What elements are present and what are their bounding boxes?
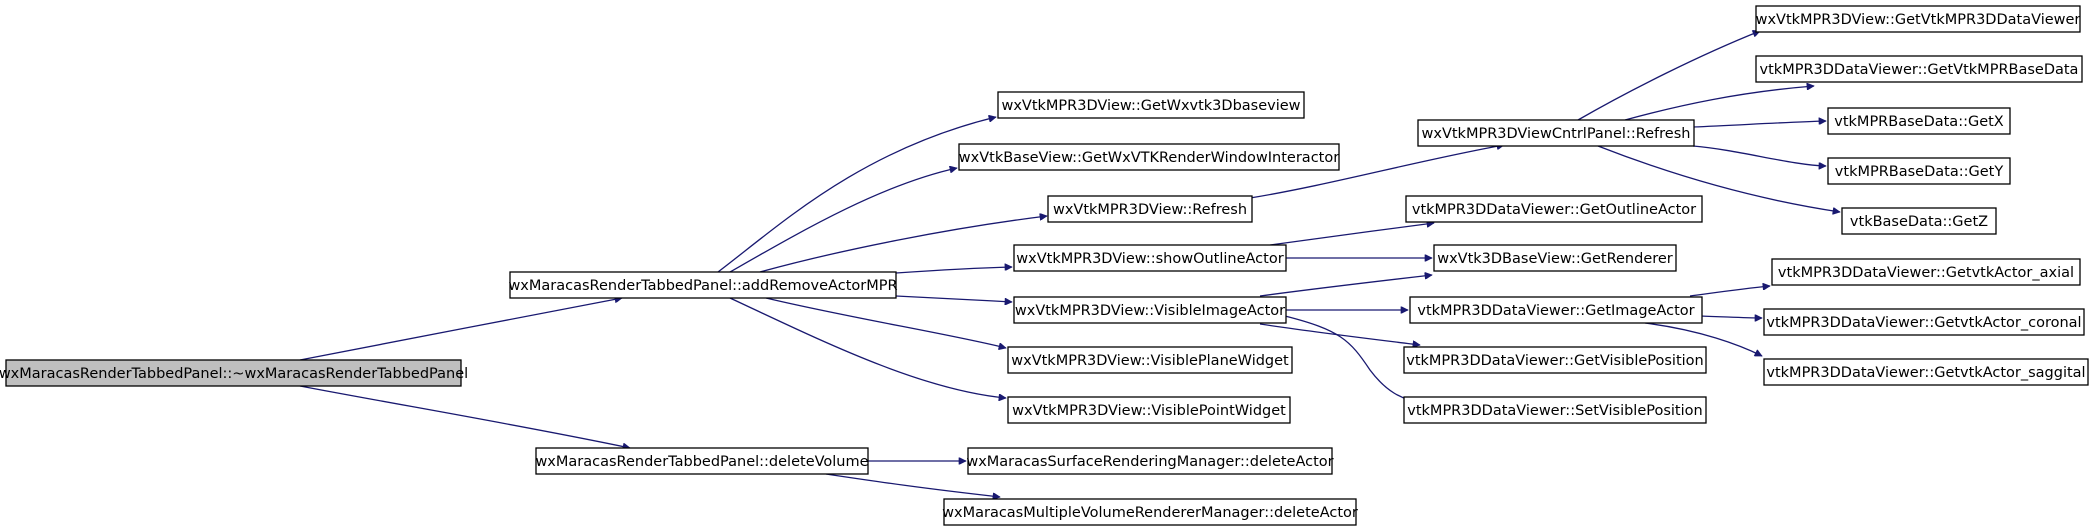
node-label-saggital: vtkMPR3DDataViewer::GetvtkActor_saggital — [1766, 365, 2085, 381]
node-root[interactable]: wxMaracasRenderTabbedPanel::~wxMaracasRe… — [0, 359, 468, 387]
edge-getimageactor-saggital — [1644, 322, 1762, 357]
edge-addremove-refresh3d — [759, 216, 1047, 273]
node-getoutline[interactable]: vtkMPR3DDataViewer::GetOutlineActor — [1405, 195, 1703, 223]
node-label-getdataviewer: wxVtkMPR3DView::GetVtkMPR3DDataViewer — [1756, 12, 2081, 28]
edge-visibleimage-getvisiblepos — [1259, 323, 1420, 345]
node-axial[interactable]: vtkMPR3DDataViewer::GetvtkActor_axial — [1771, 258, 2081, 286]
edge-cntrlrefresh-getbasedata — [1624, 86, 1814, 121]
node-label-addremove: wxMaracasRenderTabbedPanel::addRemoveAct… — [508, 278, 897, 294]
node-saggital[interactable]: vtkMPR3DDataViewer::GetvtkActor_saggital — [1763, 358, 2089, 386]
edge-showoutline-getoutline — [1269, 223, 1434, 246]
node-label-visibleimage: wxVtkMPR3DView::VisibleImageActor — [1015, 303, 1285, 319]
edge-addremove-getwxvtk3d — [717, 117, 996, 273]
node-label-deletevolume: wxMaracasRenderTabbedPanel::deleteVolume — [535, 454, 868, 470]
edge-root-addremove — [299, 298, 622, 361]
node-getvisiblepos[interactable]: vtkMPR3DDataViewer::GetVisiblePosition — [1403, 346, 1707, 374]
node-visiblepoint[interactable]: wxVtkMPR3DView::VisiblePointWidget — [1007, 396, 1291, 424]
node-getz[interactable]: vtkBaseData::GetZ — [1841, 207, 1997, 235]
edge-addremove-showoutline — [895, 267, 1012, 274]
node-label-surfdelete: wxMaracasSurfaceRenderingManager::delete… — [966, 454, 1333, 470]
node-label-setvisiblepos: vtkMPR3DDataViewer::SetVisiblePosition — [1407, 403, 1702, 419]
node-label-axial: vtkMPR3DDataViewer::GetvtkActor_axial — [1778, 265, 2074, 281]
edge-root-deletevolume — [299, 385, 630, 448]
edge-visibleimage-getrenderer — [1259, 275, 1432, 297]
node-label-getvisiblepos: vtkMPR3DDataViewer::GetVisiblePosition — [1406, 353, 1703, 369]
edge-getimageactor-axial — [1689, 286, 1770, 297]
edge-cntrlrefresh-getz — [1597, 145, 1840, 212]
node-multidelete[interactable]: wxMaracasMultipleVolumeRendererManager::… — [942, 498, 1358, 526]
edge-deletevolume-multidelete — [825, 473, 1000, 497]
node-label-visibleplane: wxVtkMPR3DView::VisiblePlaneWidget — [1011, 353, 1289, 369]
nodes: wxMaracasRenderTabbedPanel::~wxMaracasRe… — [0, 5, 2089, 526]
node-visibleplane[interactable]: wxVtkMPR3DView::VisiblePlaneWidget — [1007, 346, 1293, 374]
node-showoutline[interactable]: wxVtkMPR3DView::showOutlineActor — [1013, 244, 1287, 272]
edge-addremove-visibleimage — [895, 295, 1012, 302]
edge-cntrlrefresh-getdataviewer — [1577, 31, 1760, 121]
node-label-showoutline: wxVtkMPR3DView::showOutlineActor — [1016, 251, 1283, 267]
node-label-cntrlrefresh: wxVtkMPR3DViewCntrlPanel::Refresh — [1422, 126, 1691, 142]
node-getwxvtk3d[interactable]: wxVtkMPR3DView::GetWxvtk3Dbaseview — [997, 91, 1305, 119]
edge-addremove-visibleplane — [765, 297, 1006, 348]
edge-addremove-getwxvtkrwi — [729, 168, 957, 273]
node-label-getbasedata: vtkMPR3DDataViewer::GetVtkMPRBaseData — [1760, 62, 2079, 78]
node-coronal[interactable]: vtkMPR3DDataViewer::GetvtkActor_coronal — [1763, 308, 2085, 336]
edge-addremove-visiblepoint — [729, 297, 1006, 398]
node-label-coronal: vtkMPR3DDataViewer::GetvtkActor_coronal — [1766, 315, 2081, 331]
node-surfdelete[interactable]: wxMaracasSurfaceRenderingManager::delete… — [966, 447, 1334, 475]
node-label-getz: vtkBaseData::GetZ — [1850, 214, 1988, 230]
node-getwxvtkrwi[interactable]: wxVtkBaseView::GetWxVTKRenderWindowInter… — [958, 143, 1340, 171]
node-label-refresh3d: wxVtkMPR3DView::Refresh — [1053, 202, 1247, 218]
node-getimageactor[interactable]: vtkMPR3DDataViewer::GetImageActor — [1409, 296, 1703, 324]
node-addremove[interactable]: wxMaracasRenderTabbedPanel::addRemoveAct… — [508, 271, 898, 299]
node-setvisiblepos[interactable]: vtkMPR3DDataViewer::SetVisiblePosition — [1403, 396, 1707, 424]
node-getrenderer[interactable]: wxVtk3DBaseView::GetRenderer — [1433, 244, 1677, 272]
edge-cntrlrefresh-gety — [1692, 145, 1826, 166]
edges — [299, 31, 1840, 497]
node-getbasedata[interactable]: vtkMPR3DDataViewer::GetVtkMPRBaseData — [1755, 55, 2083, 83]
node-label-visiblepoint: wxVtkMPR3DView::VisiblePointWidget — [1012, 403, 1286, 419]
node-label-getwxvtk3d: wxVtkMPR3DView::GetWxvtk3Dbaseview — [1001, 98, 1300, 114]
edge-refresh3d-cntrlrefresh — [1249, 145, 1504, 199]
node-refresh3d[interactable]: wxVtkMPR3DView::Refresh — [1047, 195, 1253, 223]
node-gety[interactable]: vtkMPRBaseData::GetY — [1827, 157, 2011, 185]
node-deletevolume[interactable]: wxMaracasRenderTabbedPanel::deleteVolume — [535, 447, 869, 475]
node-label-gety: vtkMPRBaseData::GetY — [1835, 164, 2004, 180]
node-label-getx: vtkMPRBaseData::GetX — [1834, 114, 2004, 130]
node-label-getrenderer: wxVtk3DBaseView::GetRenderer — [1437, 251, 1673, 267]
edge-cntrlrefresh-getx — [1692, 121, 1826, 128]
node-visibleimage[interactable]: wxVtkMPR3DView::VisibleImageActor — [1013, 296, 1287, 324]
node-cntrlrefresh[interactable]: wxVtkMPR3DViewCntrlPanel::Refresh — [1417, 119, 1695, 147]
node-getdataviewer[interactable]: wxVtkMPR3DView::GetVtkMPR3DDataViewer — [1755, 5, 2081, 33]
node-label-getoutline: vtkMPR3DDataViewer::GetOutlineActor — [1412, 202, 1696, 218]
node-getx[interactable]: vtkMPRBaseData::GetX — [1827, 107, 2011, 135]
node-label-getimageactor: vtkMPR3DDataViewer::GetImageActor — [1417, 303, 1694, 319]
edge-getimageactor-coronal — [1699, 316, 1762, 318]
node-label-root: wxMaracasRenderTabbedPanel::~wxMaracasRe… — [0, 366, 468, 382]
node-label-multidelete: wxMaracasMultipleVolumeRendererManager::… — [942, 505, 1358, 521]
node-label-getwxvtkrwi: wxVtkBaseView::GetWxVTKRenderWindowInter… — [959, 150, 1339, 166]
